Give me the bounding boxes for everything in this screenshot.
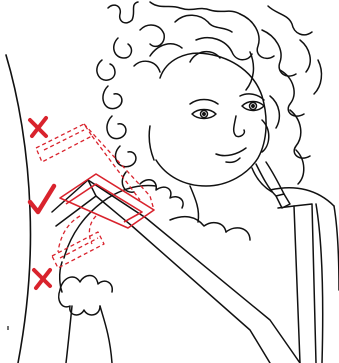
seat-edge [6,55,31,363]
red-check-icon [30,186,54,212]
face [149,53,266,186]
correct-strap-overlay [60,174,154,228]
red-cross-icon [34,270,50,288]
red-cross-icon [30,118,46,136]
hair [97,2,322,192]
seat-belt [52,162,316,363]
